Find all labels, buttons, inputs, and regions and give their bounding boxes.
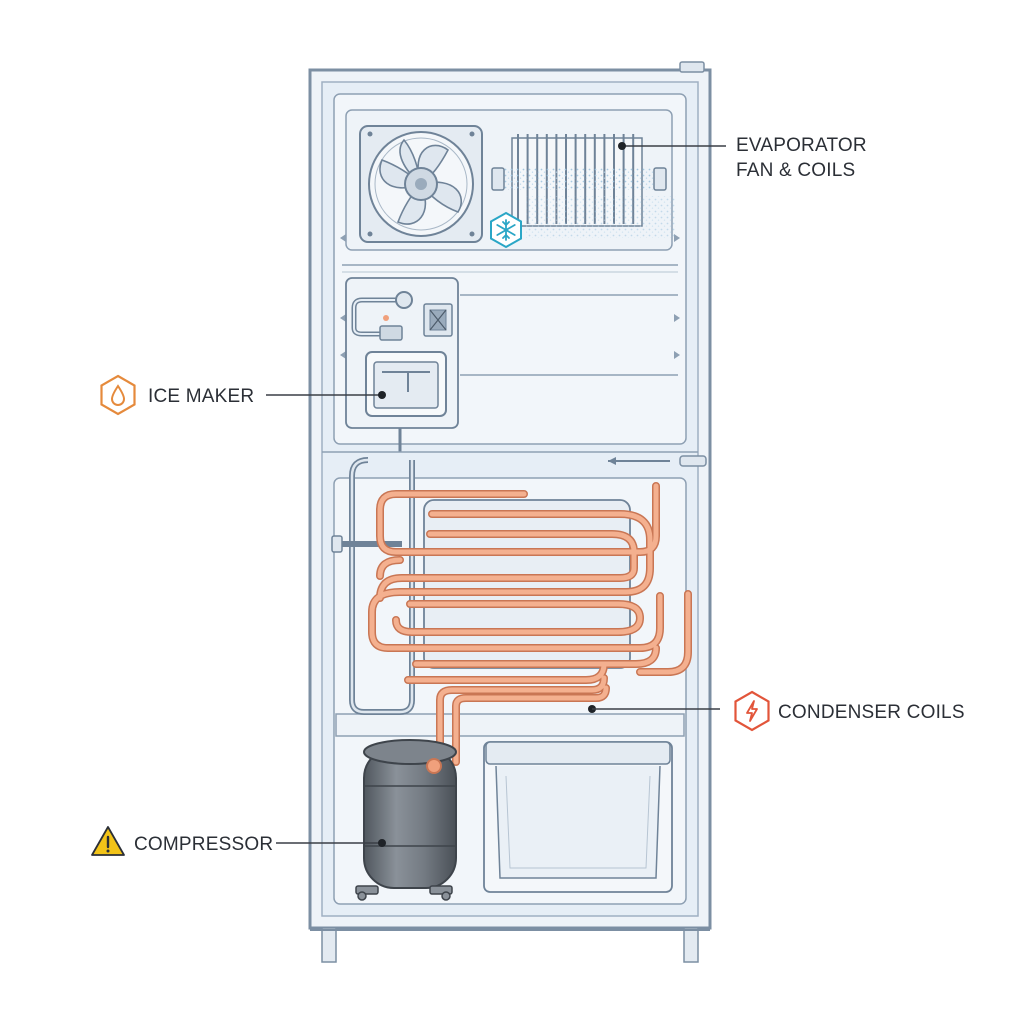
label-condenser: CONDENSER COILS	[778, 702, 965, 723]
water-drop-hexagon-icon	[100, 374, 136, 416]
lightning-hexagon-icon	[734, 690, 770, 732]
label-ice-maker: ICE MAKER	[148, 386, 254, 407]
warning-triangle-icon	[91, 826, 125, 856]
condenser-backplate	[423, 499, 631, 669]
crisper-drawer	[483, 741, 673, 893]
callout-condenser: CONDENSER COILS	[588, 690, 965, 732]
callout-compressor: COMPRESSOR	[91, 826, 386, 856]
label-compressor: COMPRESSOR	[134, 834, 273, 855]
refrigerant-line	[331, 457, 415, 715]
label-evaporator-line1: EVAPORATOR	[736, 135, 867, 156]
label-evaporator-line2: FAN & COILS	[736, 160, 855, 181]
callout-evaporator: EVAPORATOR FAN & COILS	[618, 135, 867, 181]
evaporator-fan	[359, 125, 483, 243]
callout-ice-maker: ICE MAKER	[100, 374, 386, 416]
condenser-coils	[368, 482, 692, 766]
evaporator-coils	[491, 134, 676, 238]
compressor-unit	[355, 739, 457, 901]
ice-maker-unit	[345, 277, 459, 452]
snowflake-hexagon-icon	[490, 211, 522, 249]
compartment-divider	[322, 451, 707, 467]
